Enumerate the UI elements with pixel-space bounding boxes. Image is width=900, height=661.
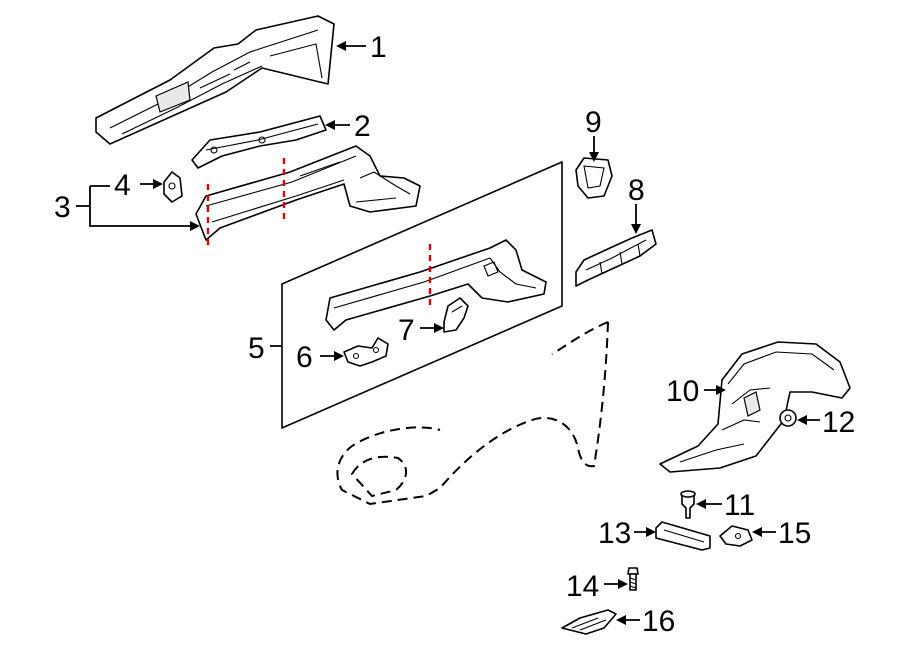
callout-13: 13	[598, 517, 631, 550]
part-6-bracket[interactable]	[343, 337, 389, 367]
arrowhead-2	[325, 120, 335, 130]
callout-8: 8	[628, 174, 645, 207]
arrowhead-9	[589, 152, 599, 162]
callout-2: 2	[354, 110, 371, 143]
arrowhead-11	[696, 499, 706, 509]
callout-6: 6	[296, 341, 313, 374]
part-7-bracket[interactable]	[443, 297, 469, 333]
callout-5: 5	[248, 332, 265, 365]
part-10-fender-liner[interactable]	[659, 341, 851, 473]
arrowhead-7	[434, 323, 444, 333]
arrowhead-3	[190, 221, 200, 231]
arrowhead-12	[797, 415, 807, 425]
part-14-bolt[interactable]	[627, 567, 639, 591]
arrowhead-4	[153, 179, 163, 189]
arrowhead-10	[716, 385, 726, 395]
part-11-push-clip[interactable]	[680, 490, 696, 519]
part-2-reinforcement[interactable]	[191, 115, 327, 169]
arrowhead-16	[616, 615, 626, 625]
part-3-lower-rail[interactable]	[195, 145, 421, 241]
callout-16: 16	[642, 605, 675, 638]
callout-14: 14	[566, 570, 599, 603]
part-13-strip[interactable]	[655, 521, 711, 551]
part-8-extension[interactable]	[575, 229, 657, 287]
callout-3: 3	[54, 191, 71, 224]
callout-10: 10	[666, 375, 699, 408]
part-12-nut[interactable]	[779, 409, 797, 427]
arrowhead-13	[646, 527, 656, 537]
callout-15: 15	[778, 517, 811, 550]
callout-1: 1	[370, 31, 387, 64]
part-1-frame-rail[interactable]	[95, 15, 335, 145]
bracket-3	[89, 186, 194, 227]
arrowhead-6	[334, 351, 344, 361]
part-9-end-cap[interactable]	[575, 157, 613, 199]
callout-11: 11	[724, 489, 755, 522]
callout-4: 4	[114, 169, 131, 202]
fender-outline	[336, 321, 609, 506]
part-4-bracket[interactable]	[163, 171, 183, 203]
callout-9: 9	[585, 106, 602, 139]
arrowhead-1	[336, 41, 346, 51]
arrowhead-15	[752, 527, 762, 537]
part-16-seal[interactable]	[561, 609, 617, 635]
part-5-rail-section[interactable]	[325, 239, 547, 331]
arrowhead-14	[618, 579, 628, 589]
callout-7: 7	[398, 314, 415, 347]
callout-12: 12	[822, 406, 855, 439]
arrowhead-8	[631, 224, 641, 234]
part-15-clip[interactable]	[719, 525, 753, 547]
